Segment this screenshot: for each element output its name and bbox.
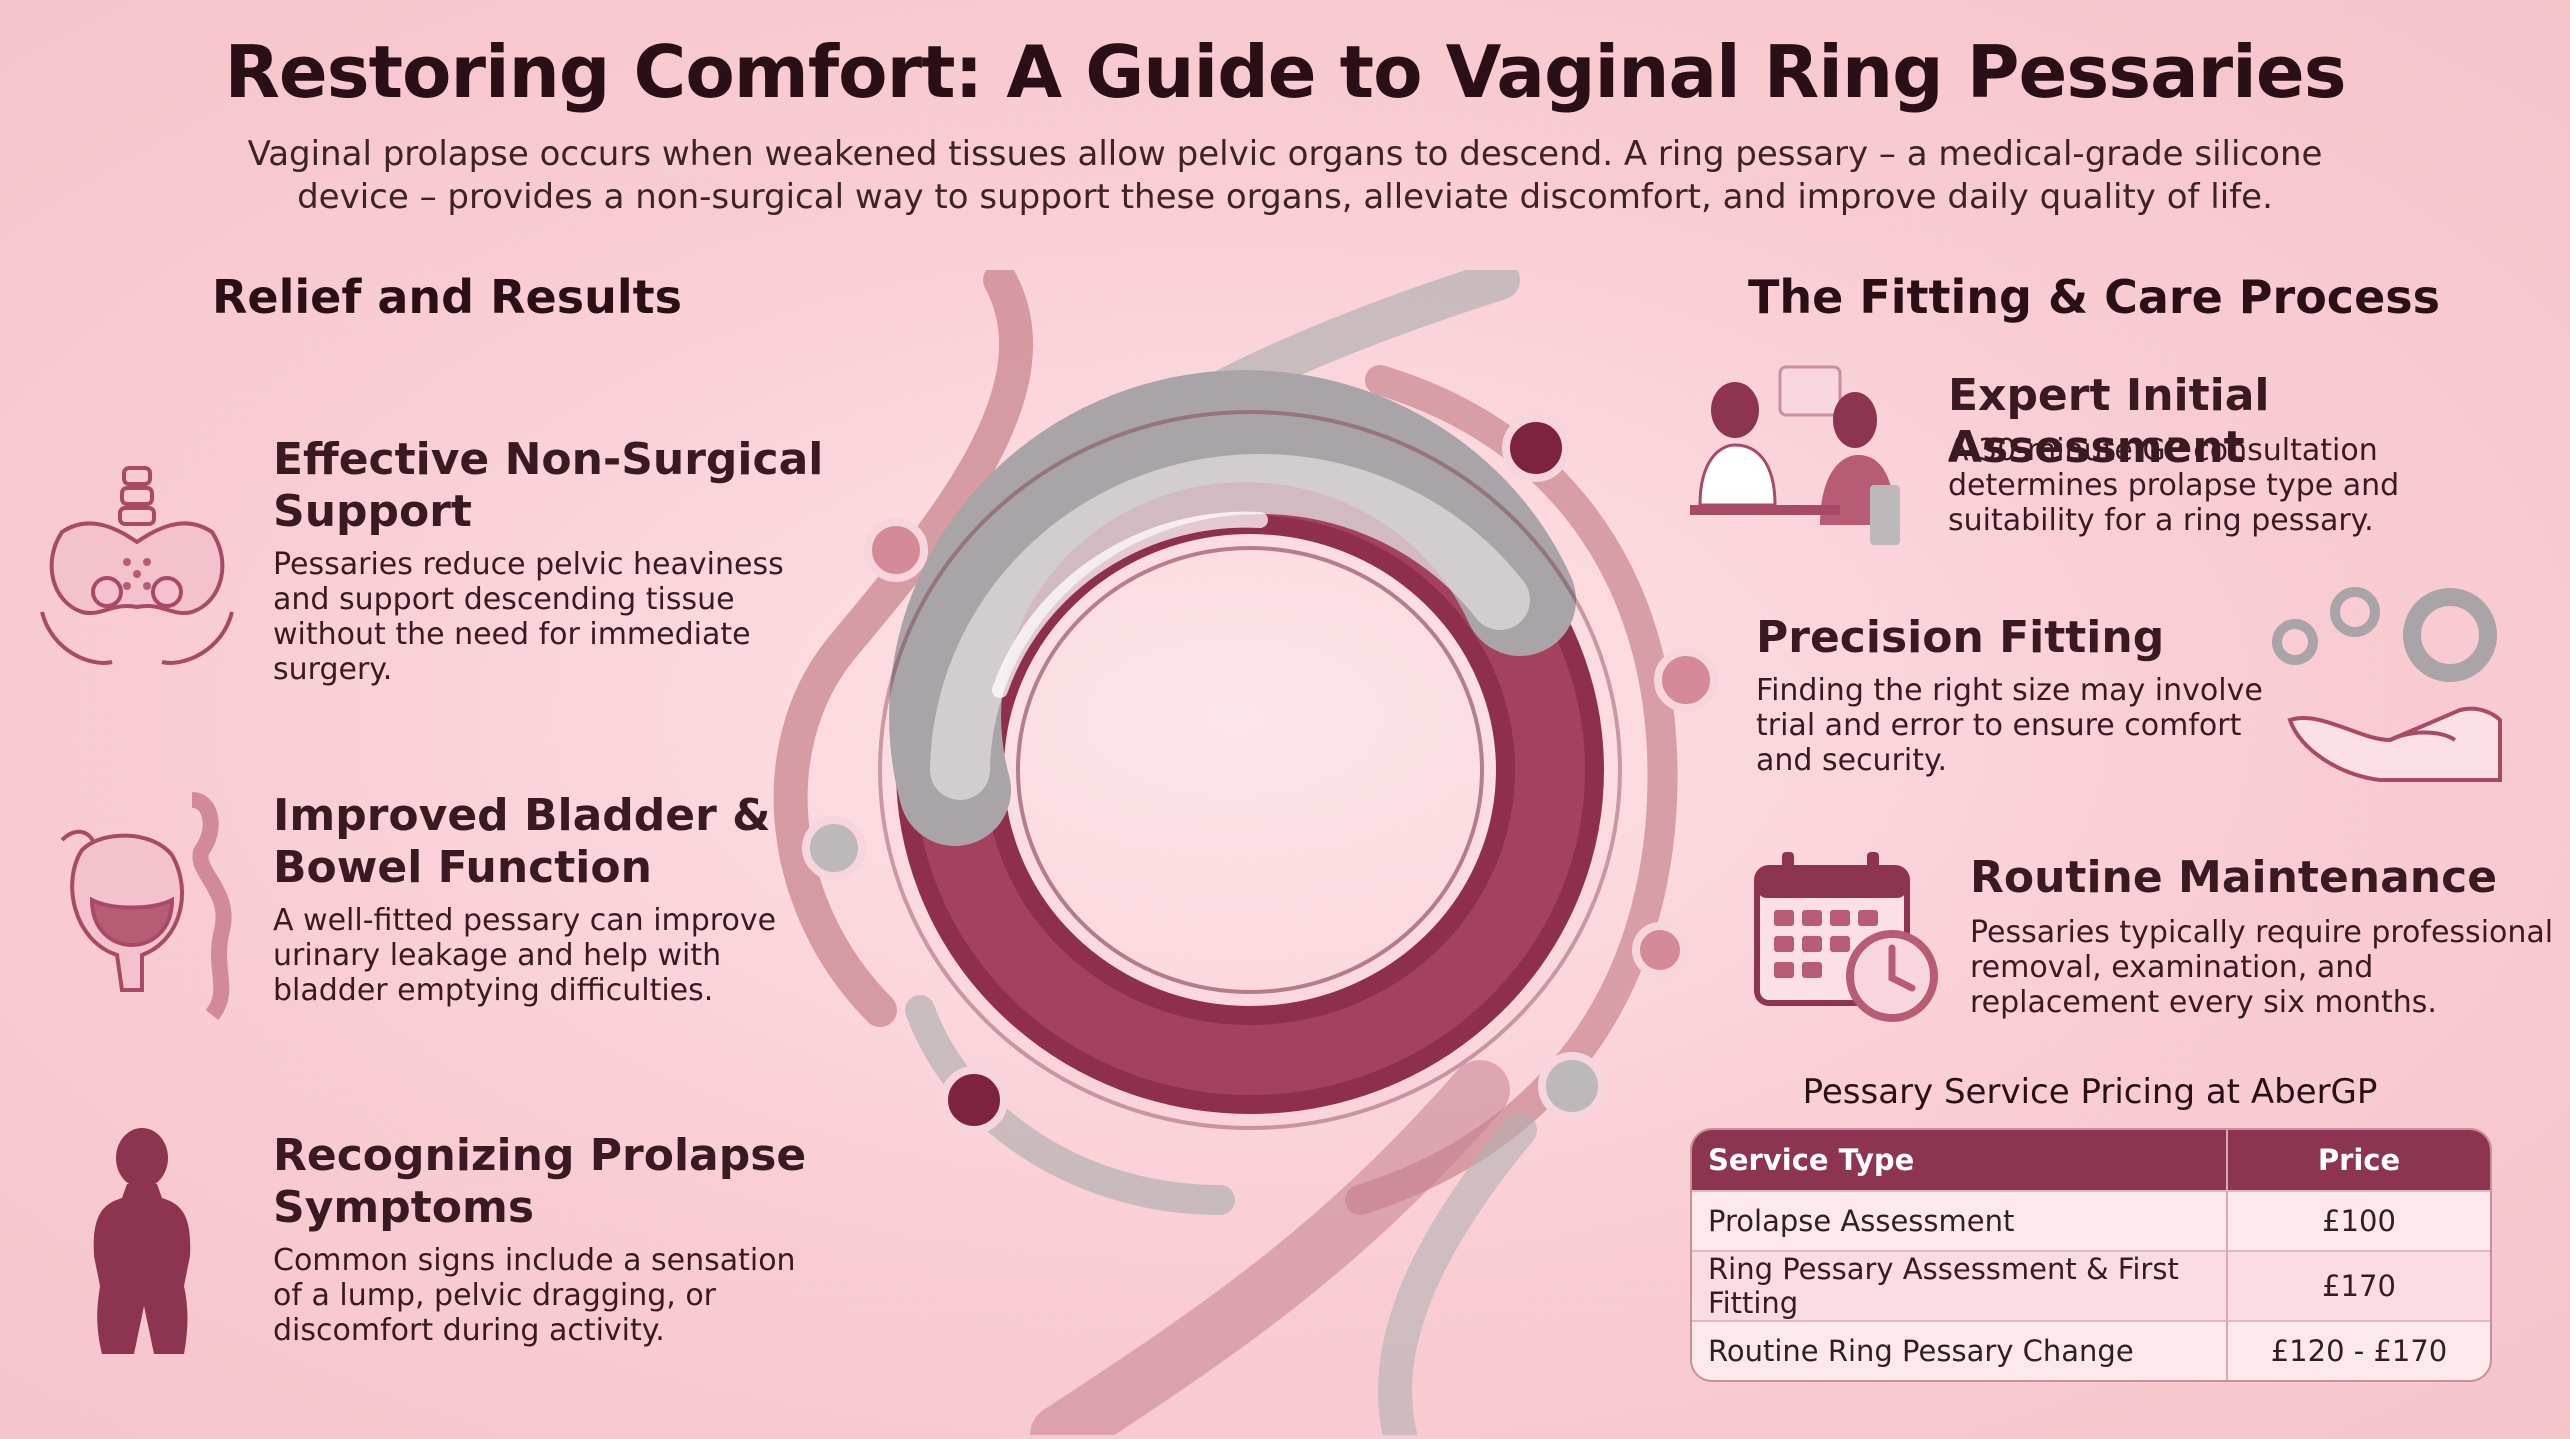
consultation-icon xyxy=(1680,365,1920,555)
table-row: Ring Pessary Assessment & First Fitting … xyxy=(1692,1250,2490,1320)
right-item-1-title: Expert Initial Assessment xyxy=(1948,370,2270,473)
table-row: Routine Ring Pessary Change £120 - £170 xyxy=(1692,1320,2490,1380)
calendar-clock-icon xyxy=(1752,848,1942,1028)
price-cell: £100 xyxy=(2226,1190,2490,1250)
right-item-3-desc: Pessaries typically require professional… xyxy=(1970,915,2554,1020)
female-silhouette-icon xyxy=(72,1126,212,1356)
page-subtitle: Vaginal prolapse occurs when weakened ti… xyxy=(247,134,2323,217)
table-header-row: Service Type Price xyxy=(1692,1130,2490,1190)
right-section-title: The Fitting & Care Process xyxy=(1748,270,2441,324)
ring-pessary-illustration xyxy=(760,260,1740,1439)
left-item-1-desc: Pessaries reduce pelvic heaviness and su… xyxy=(273,547,784,687)
service-cell: Prolapse Assessment xyxy=(1692,1190,2226,1250)
right-item-3-title: Routine Maintenance xyxy=(1970,852,2498,903)
price-cell: £170 xyxy=(2226,1250,2490,1320)
price-cell: £120 - £170 xyxy=(2226,1320,2490,1380)
right-item-2-desc: Finding the right size may involve trial… xyxy=(1756,673,2263,778)
rings-hand-icon xyxy=(2260,580,2510,790)
left-item-3-desc: Common signs include a sensation of a lu… xyxy=(273,1243,796,1348)
header-service-type: Service Type xyxy=(1692,1130,2226,1190)
service-cell: Routine Ring Pessary Change xyxy=(1692,1320,2226,1380)
left-item-2-desc: A well-fitted pessary can improve urinar… xyxy=(273,903,777,1008)
pricing-table: Service Type Price Prolapse Assessment £… xyxy=(1690,1128,2492,1382)
left-item-3-title: Recognizing Prolapse Symptoms xyxy=(273,1130,807,1233)
bladder-bowel-icon xyxy=(42,790,242,1020)
page-title: Restoring Comfort: A Guide to Vaginal Ri… xyxy=(224,30,2346,114)
header-price: Price xyxy=(2226,1130,2490,1190)
left-item-1-title: Effective Non-Surgical Support xyxy=(273,434,824,537)
right-item-2-title: Precision Fitting xyxy=(1756,612,2165,663)
table-row: Prolapse Assessment £100 xyxy=(1692,1190,2490,1250)
pelvis-icon xyxy=(32,462,242,682)
right-item-1-desc: A 30-minute GP consultation determines p… xyxy=(1948,433,2400,538)
service-cell: Ring Pessary Assessment & First Fitting xyxy=(1692,1250,2226,1320)
left-item-2-title: Improved Bladder & Bowel Function xyxy=(273,790,771,893)
left-section-title: Relief and Results xyxy=(212,270,682,324)
pricing-title: Pessary Service Pricing at AberGP xyxy=(1802,1072,2378,1112)
